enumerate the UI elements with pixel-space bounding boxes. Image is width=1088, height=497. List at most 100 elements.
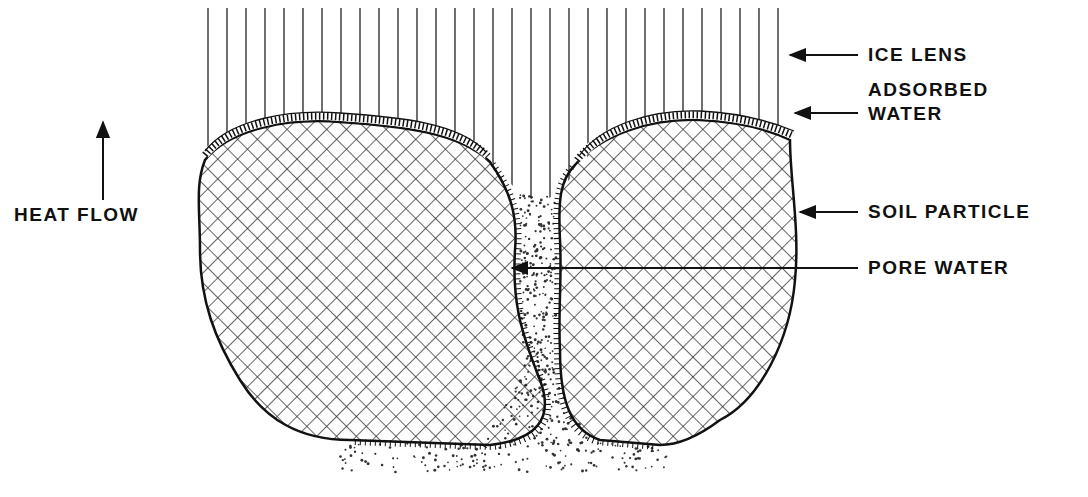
water-dot (551, 213, 553, 215)
water-dot (539, 256, 542, 259)
water-dot (483, 469, 485, 471)
water-dot (551, 367, 553, 369)
water-dot (484, 453, 486, 455)
water-dot (522, 195, 525, 198)
water-dot (345, 462, 347, 464)
water-dot (534, 283, 537, 286)
water-dot (513, 444, 515, 446)
water-dot (529, 213, 531, 215)
water-dot (550, 271, 552, 273)
water-dot (528, 204, 531, 207)
water-dot (526, 470, 529, 473)
water-dot (549, 417, 551, 419)
water-dot (341, 467, 343, 469)
water-dot (413, 455, 415, 457)
water-dot (349, 445, 352, 448)
water-dot (523, 276, 526, 279)
water-dot (645, 467, 647, 469)
water-dot (535, 332, 537, 334)
water-dot (634, 457, 637, 460)
water-dot (539, 230, 541, 232)
water-dot (351, 469, 353, 471)
water-dot (433, 469, 436, 472)
water-dot (528, 288, 530, 290)
water-dot (533, 325, 535, 327)
water-dot (585, 436, 587, 438)
water-dot (452, 454, 455, 457)
water-dot (590, 452, 592, 454)
water-dot (520, 208, 523, 211)
water-dot (534, 230, 536, 232)
water-dot (624, 452, 626, 454)
water-dot (552, 315, 554, 317)
water-dot (483, 460, 486, 463)
water-dot (447, 461, 449, 463)
water-dot (484, 464, 486, 466)
water-dot (540, 199, 543, 202)
water-dot (545, 294, 547, 296)
water-dot (537, 442, 539, 444)
water-dot (558, 420, 561, 423)
water-dot (567, 443, 569, 445)
water-dot (550, 442, 552, 444)
part-label: SOIL PARTICLE (868, 200, 1078, 224)
water-dot (435, 454, 438, 457)
water-dot (539, 293, 541, 295)
water-dot (522, 459, 524, 461)
water-dot (508, 453, 511, 456)
water-dot (524, 324, 527, 327)
water-dot (592, 450, 594, 452)
water-dot (579, 442, 582, 445)
water-dot (546, 364, 549, 367)
water-dot (342, 459, 344, 461)
water-dot (426, 446, 428, 448)
water-dot (552, 441, 555, 444)
water-dot (536, 317, 538, 319)
water-dot (472, 460, 474, 462)
water-dot (549, 230, 551, 232)
water-dot (533, 272, 535, 274)
water-dot (543, 319, 545, 321)
water-dot (536, 275, 538, 277)
water-dot (533, 294, 536, 297)
water-dot (548, 335, 551, 338)
water-dot (526, 276, 528, 278)
water-dot (523, 251, 526, 254)
water-dot (546, 279, 548, 281)
water-dot (611, 456, 613, 458)
water-dot (554, 314, 557, 317)
water-dot (545, 357, 548, 360)
part-label: PORE WATER (868, 256, 1068, 280)
water-dot (546, 196, 548, 198)
water-dot (374, 453, 376, 455)
water-dot (544, 294, 546, 296)
water-dot (543, 205, 546, 208)
water-dot (529, 262, 531, 264)
water-dot (540, 246, 542, 248)
water-dot (631, 466, 634, 469)
water-dot (396, 458, 398, 460)
water-dot (367, 462, 370, 465)
water-dot (550, 265, 552, 267)
water-dot (518, 468, 521, 471)
water-dot (550, 297, 553, 300)
water-dot (539, 431, 542, 434)
water-dot (554, 394, 556, 396)
water-dot (540, 359, 542, 361)
water-dot (457, 447, 459, 449)
water-dot (540, 348, 543, 351)
water-dot (350, 454, 353, 457)
water-dot (624, 453, 626, 455)
water-dot (527, 445, 529, 447)
water-dot (522, 215, 524, 217)
water-dot (535, 205, 537, 207)
water-dot (534, 244, 537, 247)
water-dot (547, 270, 550, 273)
water-dot (545, 465, 547, 467)
water-dot (541, 444, 544, 447)
water-dot (542, 312, 544, 314)
water-dot (476, 462, 478, 464)
water-dot (534, 338, 537, 341)
water-dot (555, 437, 557, 439)
water-dot (541, 272, 543, 274)
